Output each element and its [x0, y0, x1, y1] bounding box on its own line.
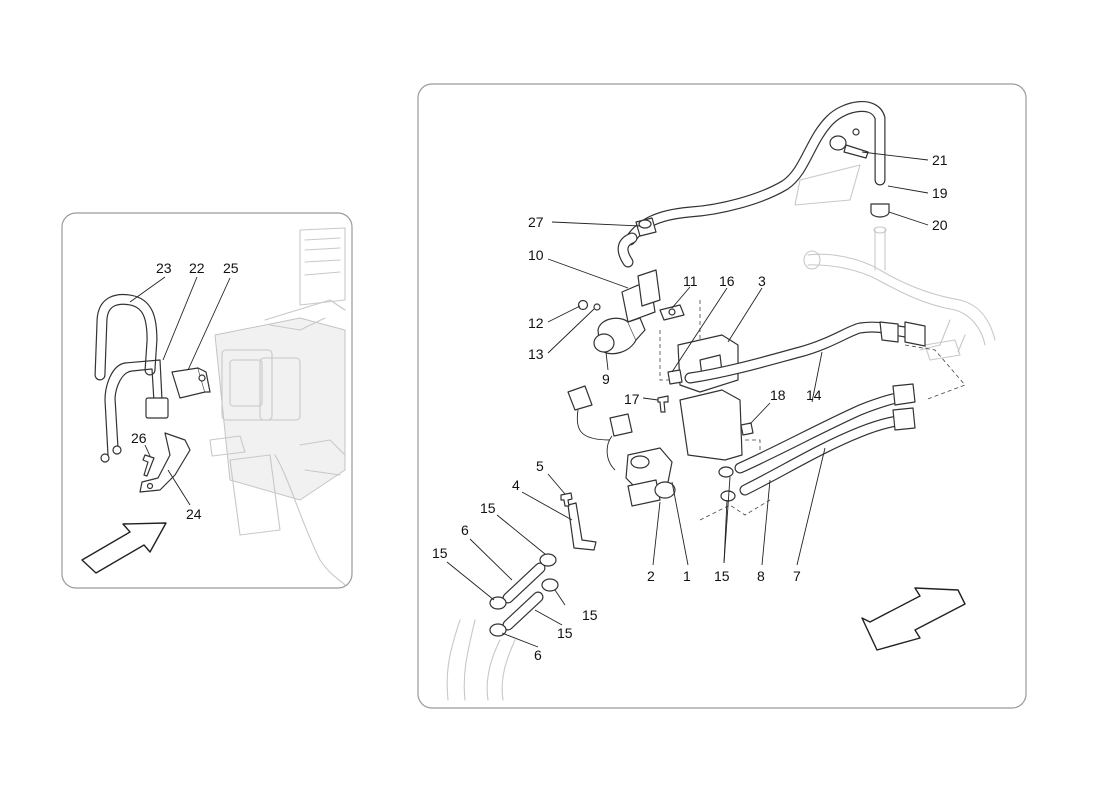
callout-16: 16	[719, 273, 735, 289]
callout-5: 5	[536, 458, 544, 474]
callout-12: 12	[528, 315, 544, 331]
part-13-washer	[593, 303, 601, 311]
part-25-valve	[171, 367, 211, 399]
callout-15: 15	[582, 607, 598, 623]
callout-15: 15	[480, 500, 496, 516]
part-24-bracket	[139, 432, 191, 493]
part-26-screw	[142, 454, 155, 477]
part-19-hose	[617, 101, 886, 268]
part-27-clamp	[635, 217, 657, 237]
callout-15: 15	[432, 545, 448, 561]
part-10-bracket	[621, 269, 661, 323]
part-12-nut	[577, 299, 589, 311]
callout-4: 4	[512, 477, 520, 493]
part-5-screw	[560, 492, 573, 507]
callout-17: 17	[624, 391, 640, 407]
part-22-pipe	[100, 359, 169, 463]
callout-20: 20	[932, 217, 948, 233]
part-8-hose	[734, 383, 916, 474]
callout-24: 24	[186, 506, 202, 522]
part-23-hose	[94, 293, 158, 381]
front-left-arrow	[81, 522, 167, 574]
part-2-valve	[627, 479, 676, 507]
part-18-nut	[740, 422, 754, 436]
callout-1: 1	[683, 568, 691, 584]
part-6-hose-upper	[502, 562, 546, 604]
callout-21: 21	[932, 152, 948, 168]
part-16-clip	[667, 369, 683, 385]
part-9-pump	[593, 317, 646, 355]
assembly-dashes	[659, 300, 966, 521]
part-20-clamp	[870, 203, 890, 218]
callout-11: 11	[683, 273, 698, 289]
callout-10: 10	[528, 247, 544, 263]
part-6-hose-lower	[502, 591, 544, 631]
callout-2: 2	[647, 568, 655, 584]
callout-9: 9	[602, 371, 610, 387]
callout-6: 6	[461, 522, 469, 538]
callout-13: 13	[528, 346, 544, 362]
rear-left-arrow	[861, 587, 966, 651]
callout-15: 15	[714, 568, 730, 584]
callout-27: 27	[528, 214, 544, 230]
callout-15: 6	[534, 647, 542, 663]
right-detail-panel: 21 19 20 27 10 11 16 3 12 13 9 17 18 14 …	[417, 83, 1027, 709]
left-detail-panel: 23 22 25 26 24	[61, 212, 353, 589]
callout-22: 22	[189, 260, 205, 276]
part-1-valve	[625, 447, 673, 491]
callout-7: 7	[793, 568, 801, 584]
part-7-hose	[739, 407, 916, 496]
left-leaders	[129, 276, 231, 506]
part-21-clip	[829, 128, 869, 159]
part-17-screw	[657, 395, 669, 413]
callout-25: 25	[223, 260, 239, 276]
callout-23: 23	[156, 260, 172, 276]
callout-6: 15	[557, 625, 573, 641]
callout-18: 18	[770, 387, 786, 403]
callout-26: 26	[131, 430, 147, 446]
callout-14: 14	[806, 387, 822, 403]
callout-19: 19	[932, 185, 948, 201]
right-leaders	[446, 151, 929, 648]
ghost-pipes-background	[446, 164, 996, 701]
callout-8: 8	[757, 568, 765, 584]
heater-box-background	[209, 227, 346, 586]
part-11-sensor	[659, 304, 685, 321]
callout-3: 3	[758, 273, 766, 289]
part-14-hose	[684, 321, 926, 384]
wiring-harness	[567, 385, 633, 471]
part-4-bracket	[567, 502, 597, 551]
